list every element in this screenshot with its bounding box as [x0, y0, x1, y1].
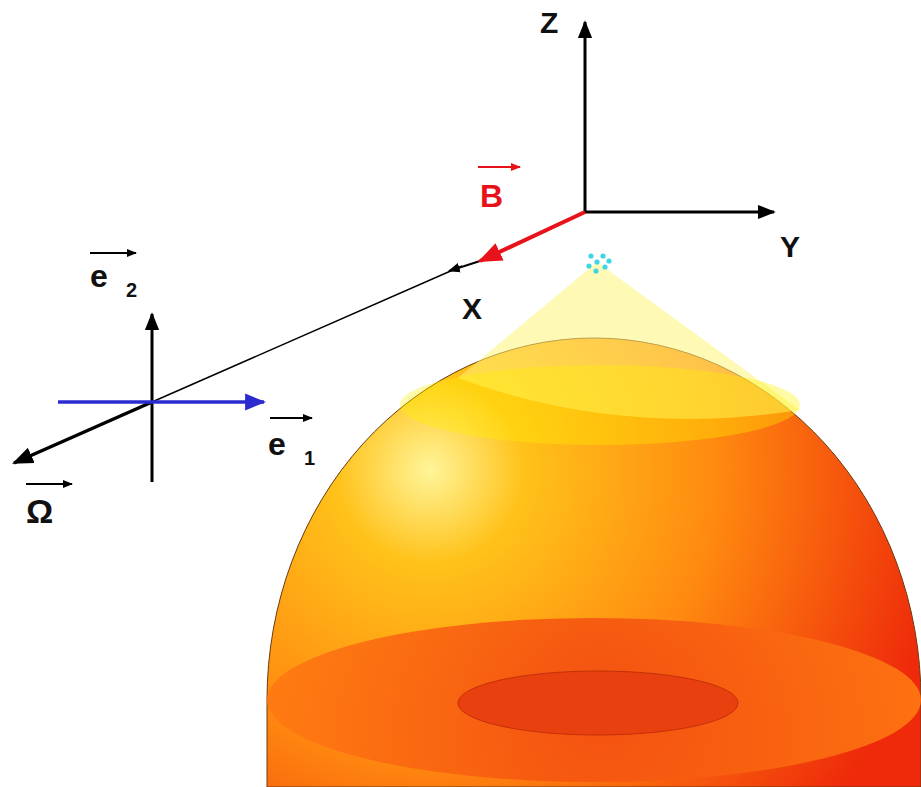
dome-base	[267, 618, 921, 782]
vector-subscript: 1	[304, 448, 315, 468]
vector-mark	[478, 166, 520, 168]
atom-cloud	[586, 253, 611, 273]
vector-label: B	[480, 180, 503, 212]
vector-subscript: 2	[126, 280, 137, 300]
vector-label: Ω	[26, 494, 53, 528]
e2-axis	[151, 314, 154, 482]
vector-label: e	[90, 260, 108, 292]
vector-mark	[26, 483, 72, 485]
vector-label: e	[268, 428, 286, 460]
y-axis	[585, 211, 774, 214]
field-vector	[480, 212, 585, 261]
vector-mark	[270, 417, 312, 419]
axis-label: X	[462, 294, 482, 324]
dome-hole	[458, 671, 738, 735]
axis-label: Y	[780, 232, 800, 262]
omega-vector	[14, 402, 152, 463]
z-axis	[584, 22, 587, 212]
e1-axis	[58, 400, 264, 404]
dome	[267, 338, 921, 787]
axis-label: Z	[540, 8, 558, 38]
illuminated-spot	[400, 365, 800, 445]
line-of-sight	[152, 266, 462, 402]
vector-mark	[90, 252, 136, 254]
